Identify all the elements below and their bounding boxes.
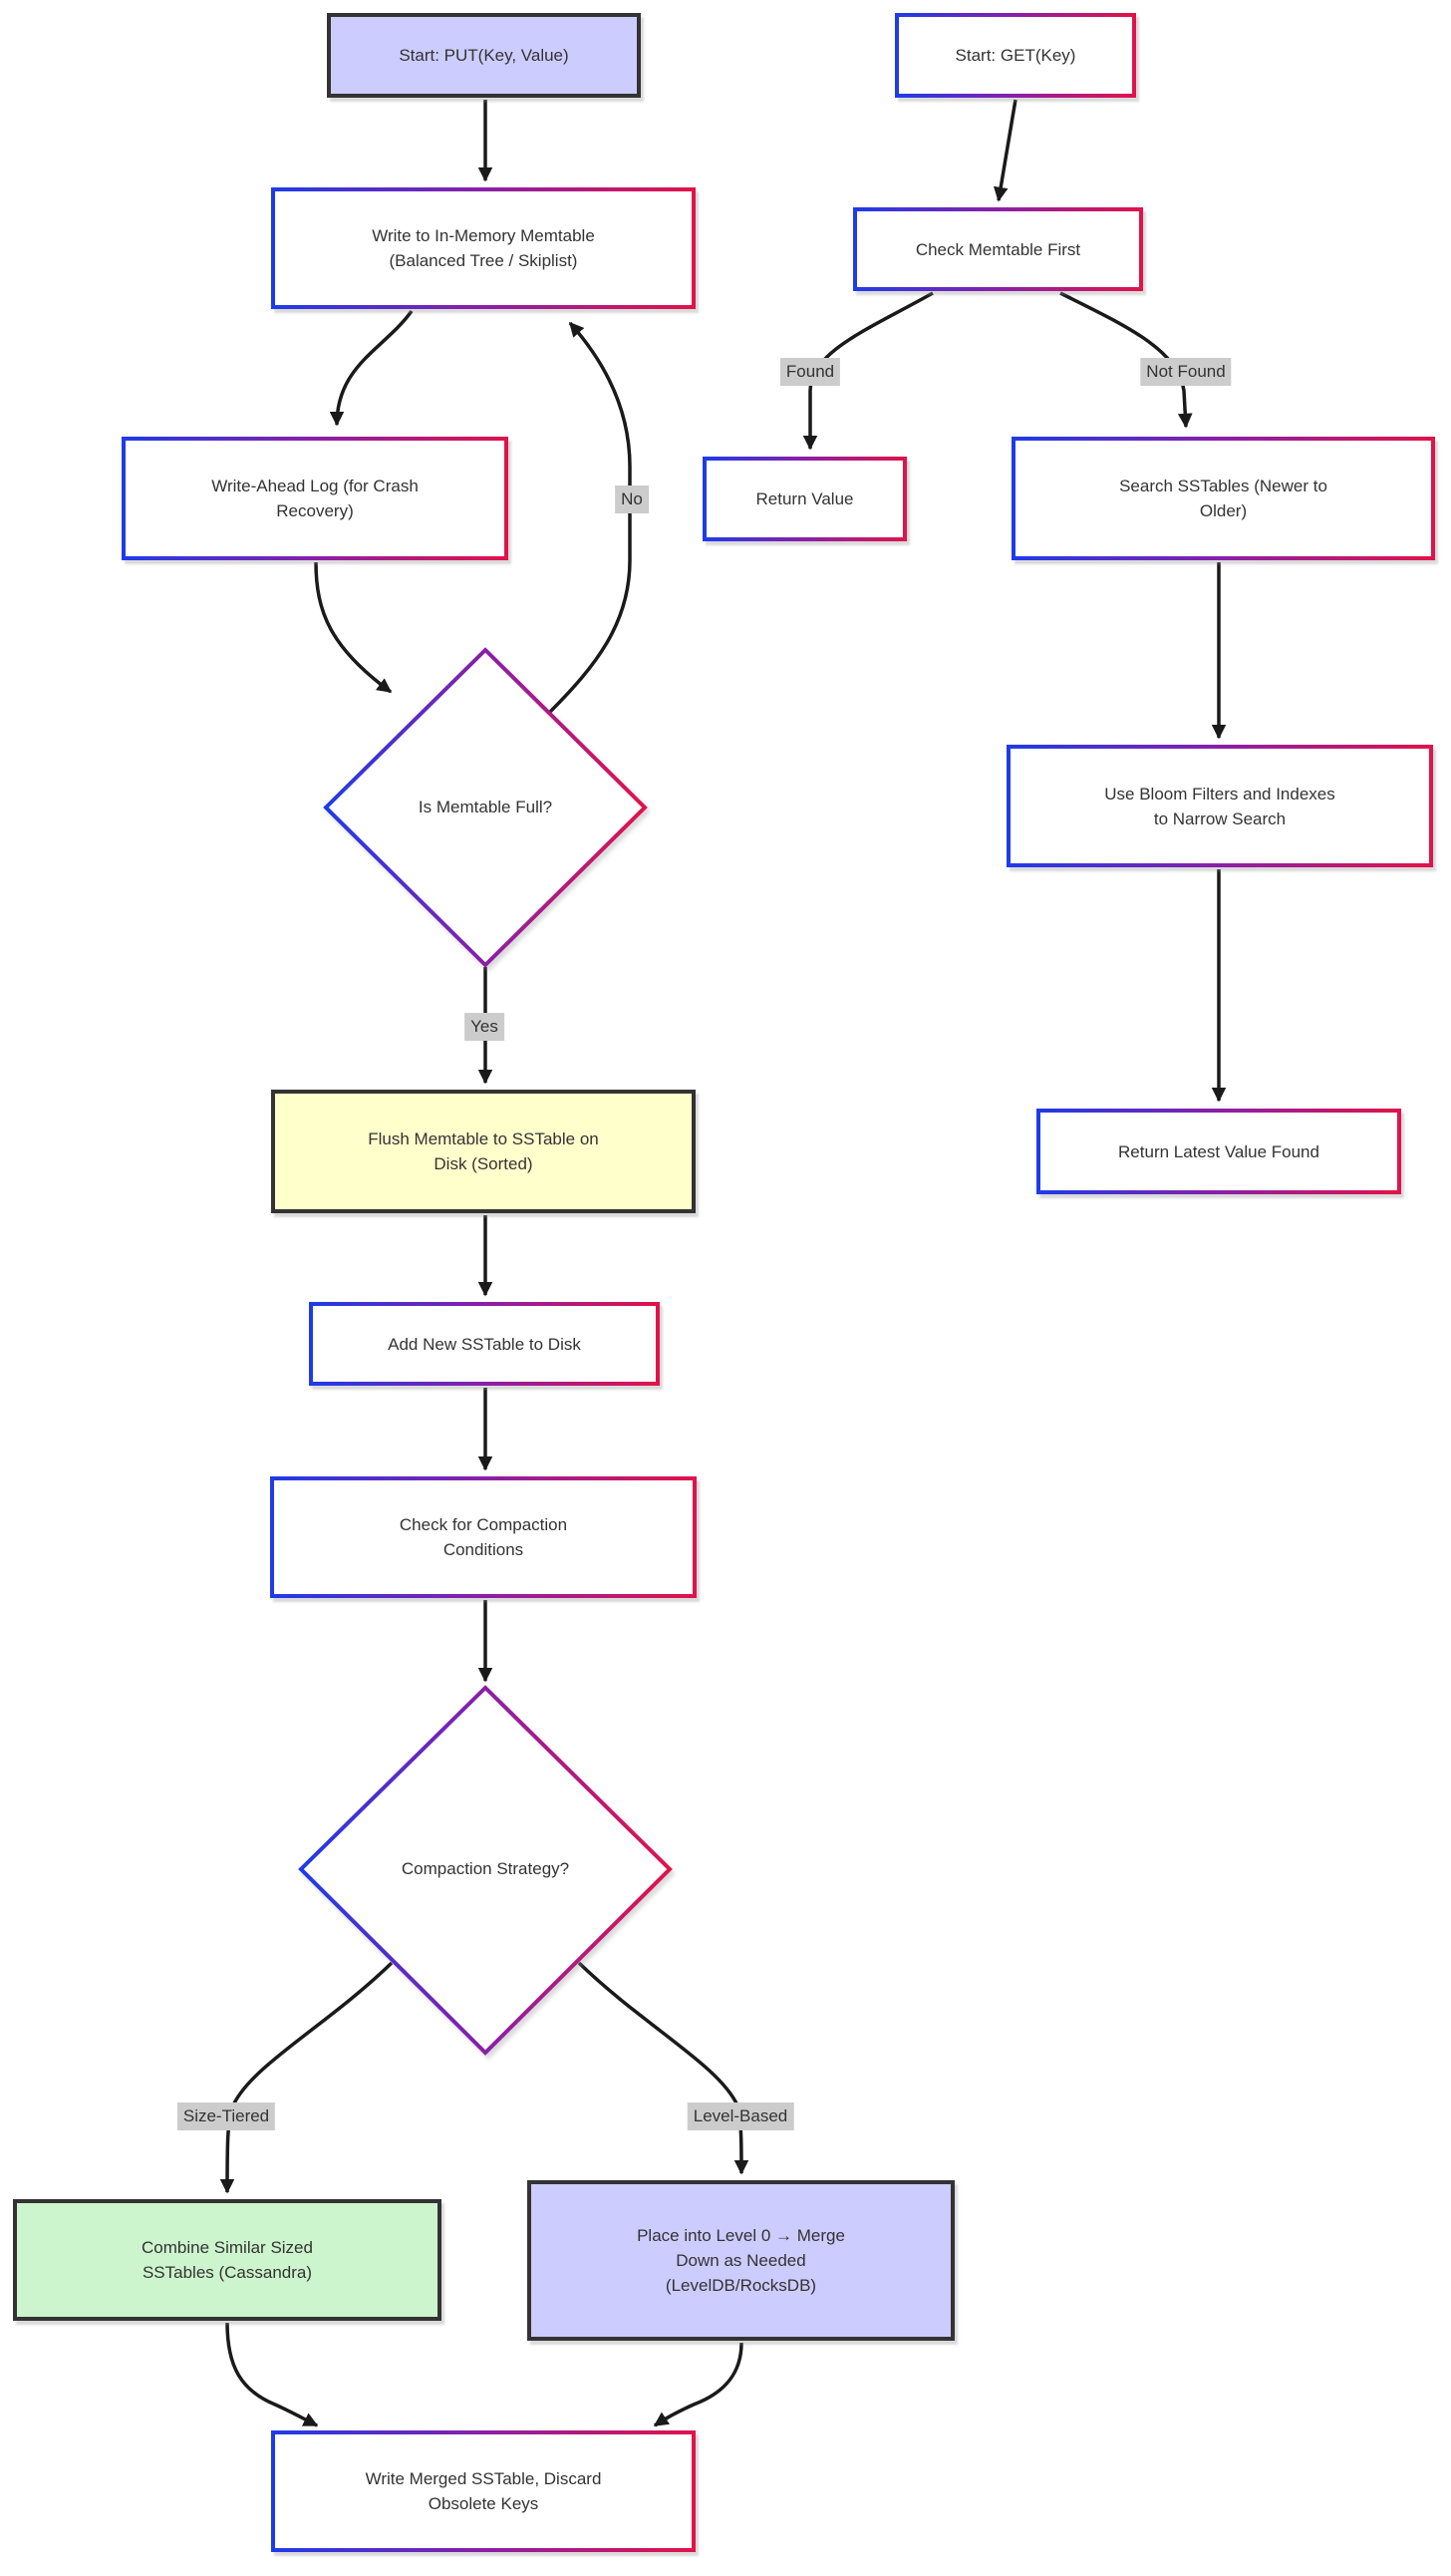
node-write-merged-sstable-label: Write Merged SSTable, Discard Obsolete K…	[365, 2469, 602, 2513]
node-check-memtable-first: Check Memtable First	[853, 207, 1143, 291]
node-size-tiered-compaction-label: Combine Similar Sized SSTables (Cassandr…	[142, 2238, 313, 2282]
node-bloom-filters: Use Bloom Filters and Indexes to Narrow …	[1007, 745, 1433, 867]
node-return-latest-value: Return Latest Value Found	[1036, 1109, 1401, 1194]
node-check-compaction-label: Check for Compaction Conditions	[399, 1515, 568, 1559]
node-start-get-label: Start: GET(Key)	[955, 46, 1076, 65]
edge-wal-to-memtable-full	[314, 561, 393, 694]
node-flush-memtable-label: Flush Memtable to SSTable on Disk (Sorte…	[368, 1129, 599, 1173]
node-check-memtable-first-label: Check Memtable First	[915, 239, 1081, 259]
node-add-sstable: Add New SSTable to Disk	[309, 1302, 660, 1386]
node-flush-memtable: Flush Memtable to SSTable on Disk (Sorte…	[271, 1090, 696, 1213]
node-write-memtable-label: Write to In-Memory Memtable (Balanced Tr…	[372, 226, 595, 270]
node-write-ahead-log-label: Write-Ahead Log (for Crash Recovery)	[211, 477, 419, 520]
decision-compaction-strategy	[298, 1685, 673, 2056]
node-level-based-compaction: Place into Level 0 → Merge Down as Neede…	[527, 2180, 955, 2341]
node-write-memtable: Write to In-Memory Memtable (Balanced Tr…	[271, 187, 696, 309]
node-search-sstables: Search SSTables (Newer to Older)	[1012, 437, 1435, 560]
edge-label-level-based: Level-Based	[687, 2102, 794, 2130]
edge-label-size-tiered: Size-Tiered	[176, 2102, 276, 2130]
edge-label-not-found: Not Found	[1140, 358, 1232, 386]
decision-compaction-strategy-label: Compaction Strategy?	[401, 1859, 570, 1878]
node-level-based-compaction-label: Place into Level 0 → Merge Down as Neede…	[637, 2226, 845, 2295]
node-start-get: Start: GET(Key)	[895, 13, 1136, 98]
edge-get-to-checkmem	[993, 99, 1017, 202]
edge-level-based-to-merged	[653, 2342, 743, 2427]
edge-memtable-to-wal	[329, 309, 414, 427]
edge-label-found: Found	[779, 358, 841, 386]
node-return-value: Return Value	[703, 457, 907, 541]
node-write-merged-sstable: Write Merged SSTable, Discard Obsolete K…	[271, 2430, 696, 2552]
edge-strategy-to-size-tiered	[219, 1961, 394, 2194]
node-start-put-label: Start: PUT(Key, Value)	[399, 46, 569, 65]
node-return-value-label: Return Value	[755, 489, 854, 508]
edge-label-yes: Yes	[464, 1013, 504, 1041]
decision-is-memtable-full-label: Is Memtable Full?	[418, 798, 553, 816]
node-bloom-filters-label: Use Bloom Filters and Indexes to Narrow …	[1104, 784, 1335, 828]
node-search-sstables-label: Search SSTables (Newer to Older)	[1119, 477, 1327, 520]
node-start-put: Start: PUT(Key, Value)	[327, 13, 641, 98]
edge-strategy-to-level-based	[577, 1961, 749, 2175]
node-write-ahead-log: Write-Ahead Log (for Crash Recovery)	[122, 437, 508, 560]
node-size-tiered-compaction: Combine Similar Sized SSTables (Cassandr…	[13, 2199, 441, 2321]
decision-is-memtable-full	[323, 647, 648, 968]
node-check-compaction: Check for Compaction Conditions	[270, 1476, 697, 1598]
edge-label-no: No	[615, 485, 649, 513]
node-add-sstable-label: Add New SSTable to Disk	[388, 1334, 581, 1354]
edge-size-tiered-to-merged	[225, 2322, 319, 2427]
node-return-latest-value-label: Return Latest Value Found	[1118, 1141, 1319, 1161]
edge-no-loop	[547, 321, 632, 715]
